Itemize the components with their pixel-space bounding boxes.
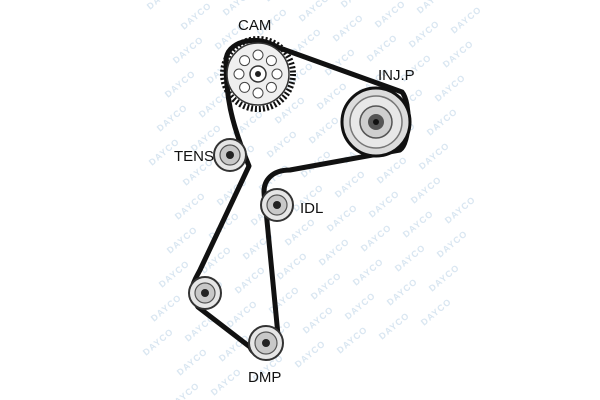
watermark-text: DAYCO	[157, 258, 192, 289]
watermark-text: DAYCO	[409, 174, 444, 205]
watermark-text: DAYCO	[325, 202, 360, 233]
tens-label: TENS	[174, 148, 214, 165]
lower-left-pulley	[188, 276, 222, 310]
watermark-text: DAYCO	[441, 38, 476, 69]
watermark-text: DAYCO	[359, 222, 394, 253]
sprocket-hole	[252, 87, 264, 99]
watermark-text: DAYCO	[339, 0, 374, 10]
watermark-text: DAYCO	[393, 242, 428, 273]
watermark-text: DAYCO	[433, 72, 468, 103]
watermark-text: DAYCO	[427, 262, 462, 293]
watermark-text: DAYCO	[373, 0, 408, 30]
tensioner-pulley	[213, 138, 247, 172]
cam-sprocket	[220, 36, 296, 112]
watermark-text: DAYCO	[309, 270, 344, 301]
watermark-text: DAYCO	[163, 68, 198, 99]
watermark-text: DAYCO	[165, 224, 200, 255]
watermark-text: DAYCO	[173, 190, 208, 221]
watermark-text: DAYCO	[375, 154, 410, 185]
watermark-text: DAYCO	[275, 250, 310, 281]
watermark-text: DAYCO	[175, 346, 210, 377]
watermark-text: DAYCO	[221, 0, 256, 18]
watermark-text: DAYCO	[273, 94, 308, 125]
watermark-text: DAYCO	[297, 0, 332, 24]
watermark-text: DAYCO	[317, 236, 352, 267]
watermark-text: DAYCO	[265, 128, 300, 159]
watermark-text: DAYCO	[233, 264, 268, 295]
cam-label: CAM	[238, 17, 271, 34]
watermark-text: DAYCO	[293, 338, 328, 369]
watermark-text: DAYCO	[435, 228, 470, 259]
dmp-label: DMP	[248, 369, 281, 386]
watermark-text: DAYCO	[419, 296, 454, 327]
damper-pulley	[248, 325, 284, 361]
watermark-text: DAYCO	[335, 324, 370, 355]
watermark-text: DAYCO	[301, 304, 336, 335]
sprocket-hole	[265, 81, 277, 93]
watermark-text: DAYCO	[407, 18, 442, 49]
watermark-text: DAYCO	[377, 310, 412, 341]
watermark-text: DAYCO	[149, 292, 184, 323]
watermark-text: DAYCO	[365, 32, 400, 63]
watermark-text: DAYCO	[333, 168, 368, 199]
watermark-text: DAYCO	[415, 0, 450, 16]
idl-label: IDL	[300, 200, 323, 217]
watermark-text: DAYCO	[343, 290, 378, 321]
watermark-text: DAYCO	[449, 4, 484, 35]
watermark-text: DAYCO	[179, 0, 214, 31]
watermark-text: DAYCO	[401, 208, 436, 239]
watermark-text: DAYCO	[425, 106, 460, 137]
sprocket-hole	[239, 81, 251, 93]
watermark-text: DAYCO	[283, 216, 318, 247]
watermark-text: DAYCO	[263, 0, 298, 4]
sprocket-hole	[271, 68, 283, 80]
idler-pulley	[260, 188, 294, 222]
watermark-text: DAYCO	[155, 102, 190, 133]
watermark-text: DAYCO	[225, 298, 260, 329]
watermark-text: DAYCO	[351, 256, 386, 287]
watermark-text: DAYCO	[443, 194, 478, 225]
sprocket-hole	[233, 68, 245, 80]
sprocket-hole	[265, 55, 277, 67]
sprocket-hole	[252, 49, 264, 61]
injp-label: INJ.P	[378, 67, 415, 84]
watermark-text: DAYCO	[331, 12, 366, 43]
watermark-text: DAYCO	[141, 326, 176, 357]
injection-pump-pulley	[340, 86, 412, 158]
sprocket-hole	[239, 55, 251, 67]
watermark-text: DAYCO	[417, 140, 452, 171]
watermark-text: DAYCO	[167, 380, 202, 400]
watermark-text: DAYCO	[307, 114, 342, 145]
watermark-text: DAYCO	[145, 0, 180, 12]
watermark-text: DAYCO	[209, 366, 244, 397]
watermark-text: DAYCO	[171, 34, 206, 65]
watermark-text: DAYCO	[385, 276, 420, 307]
watermark-text: DAYCO	[367, 188, 402, 219]
